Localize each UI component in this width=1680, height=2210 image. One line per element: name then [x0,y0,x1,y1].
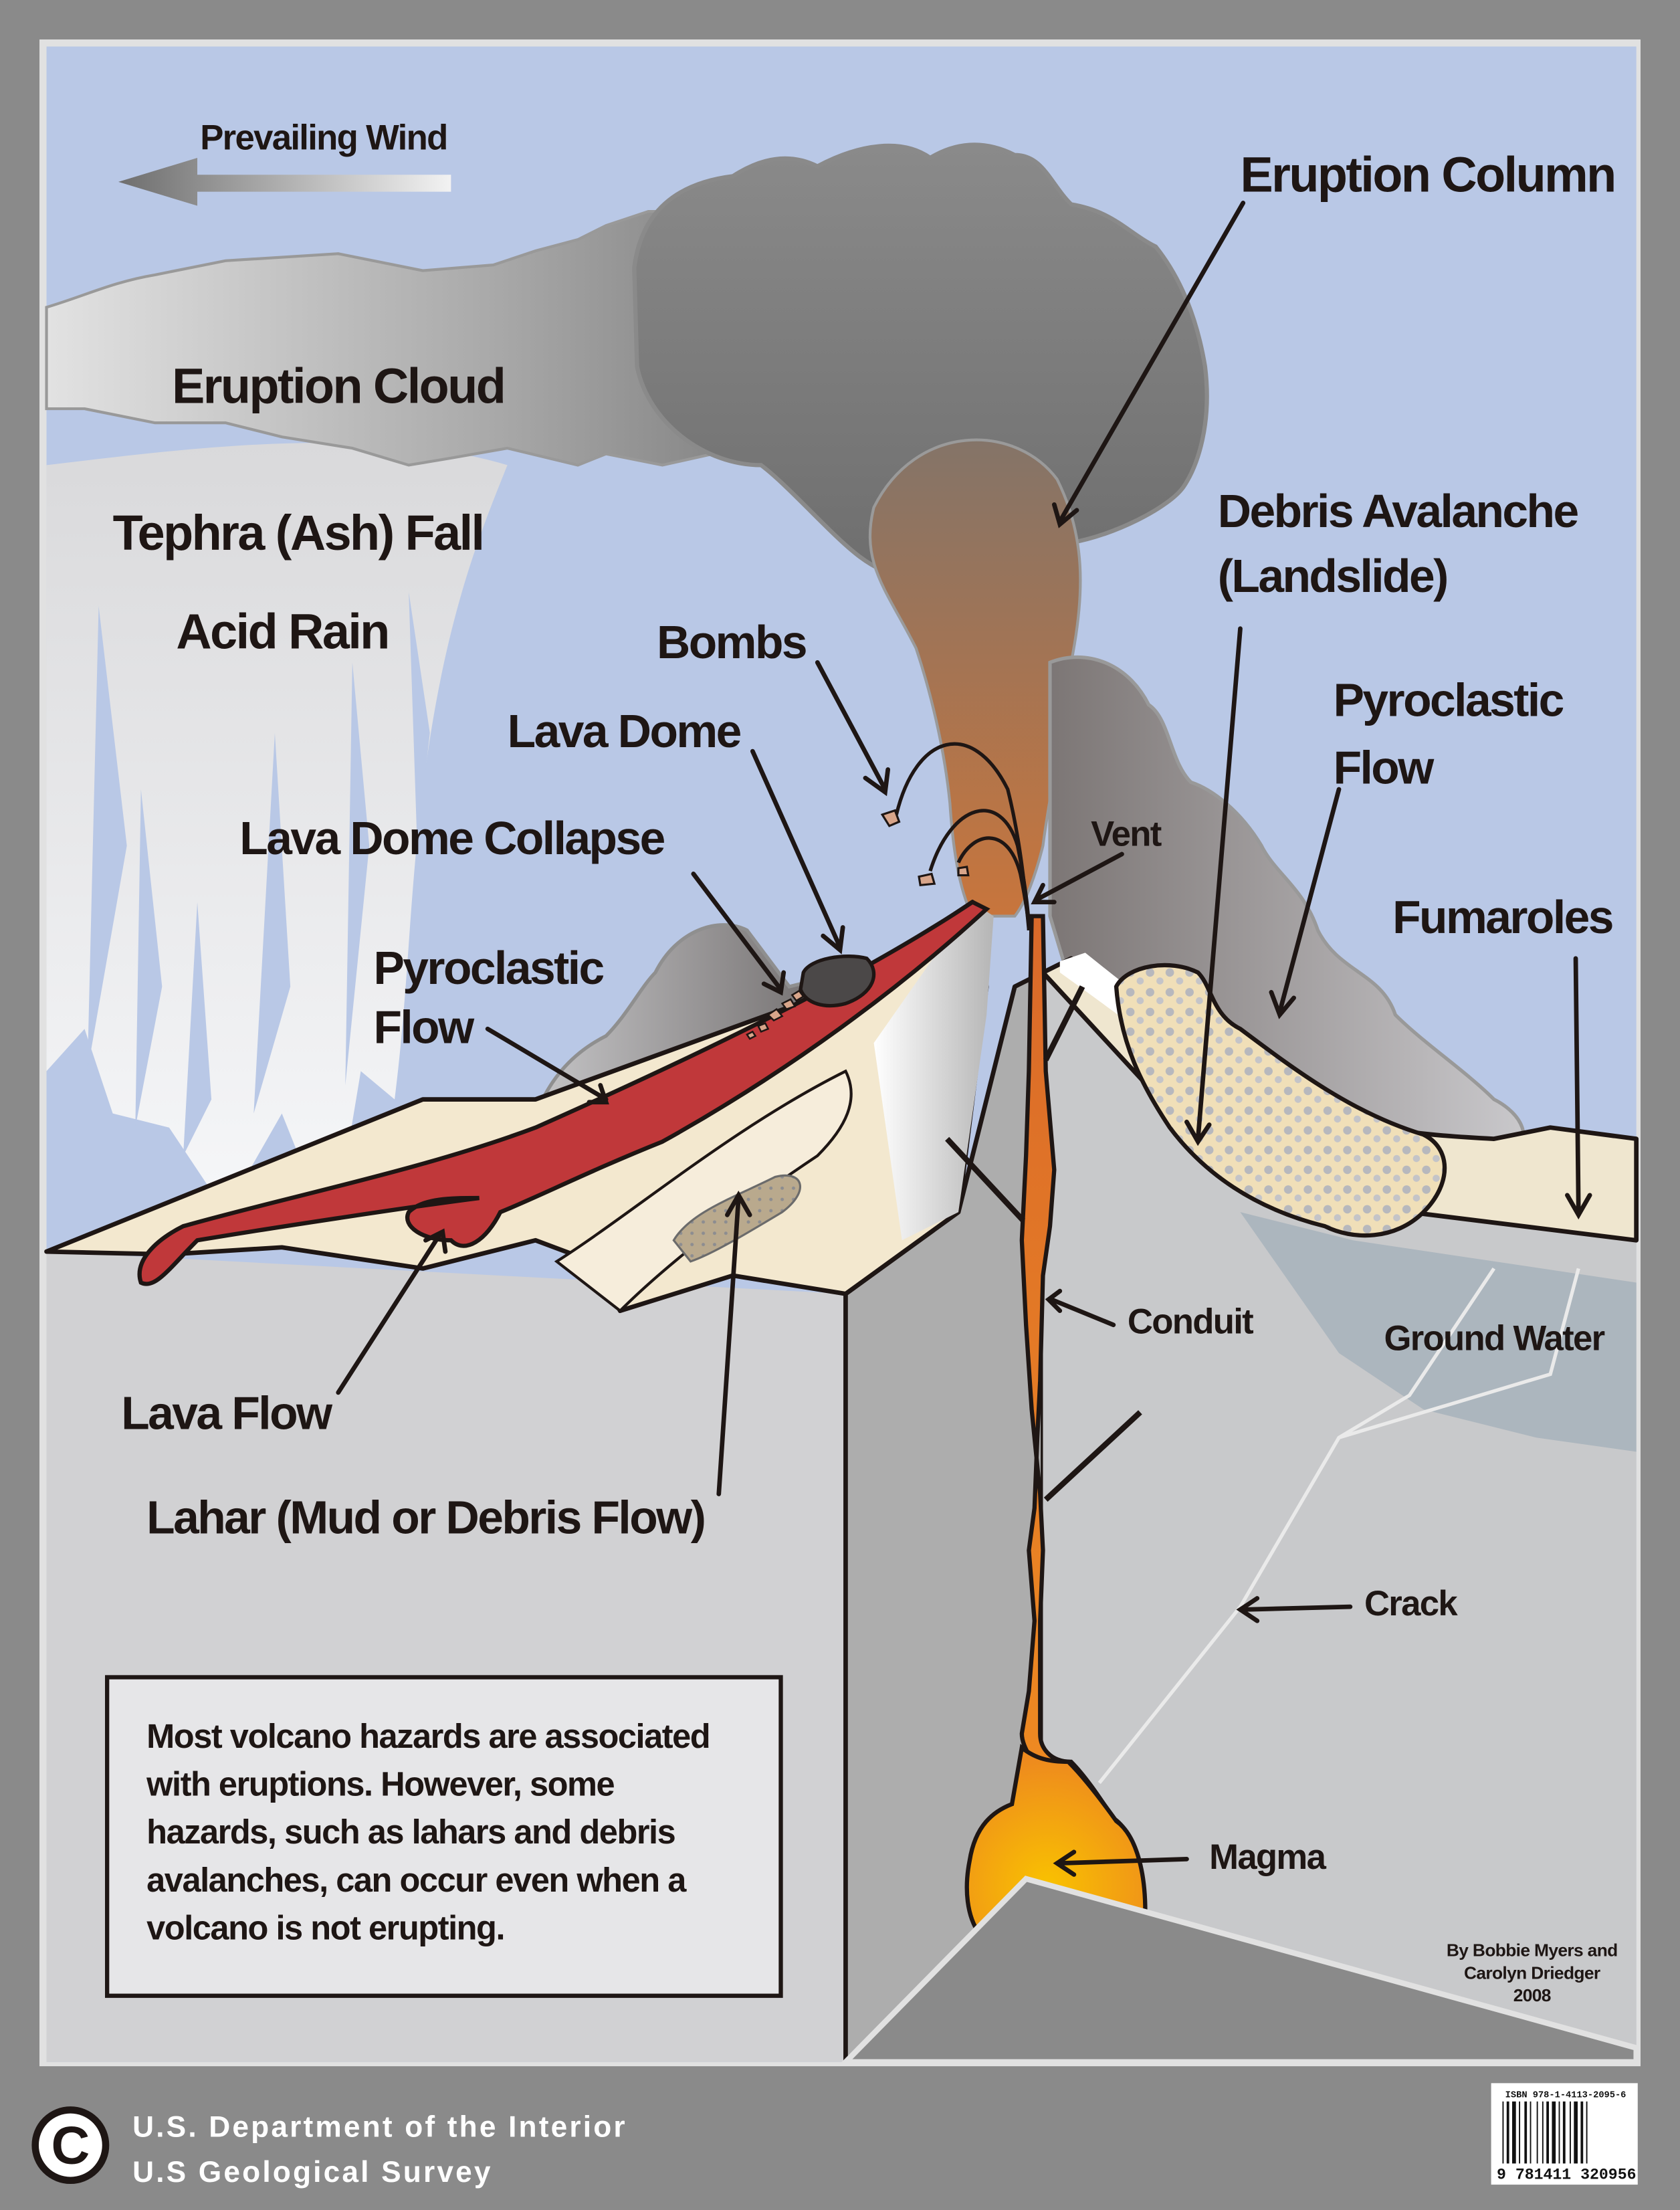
agency-line2: U.S Geological Survey [132,2156,493,2189]
barcode-bar [1536,2101,1538,2164]
dike-upper-left [945,1136,1026,1223]
credits-year: 2008 [1513,1985,1551,2005]
note-box: Most volcano hazards are associated with… [105,1675,783,1998]
magma-chamber [964,1744,1148,1937]
svg-text:9 781411 320956: 9 781411 320956 [1497,2167,1636,2184]
crack [1097,1267,1580,1785]
acid-rain-streaks [87,592,430,1156]
copyright-icon: C [31,2106,110,2185]
bombs-label: Bombs [657,616,806,668]
note-line: avalanches, can occur even when a [146,1861,687,1899]
note-line: Most volcano hazards are associated [146,1717,710,1755]
lava-dome [799,955,876,1008]
barcode-bar [1562,2101,1566,2164]
bottom-cutaway [839,1876,1639,2065]
eruption-cloud [45,209,791,467]
lava-dome-collapse-rubble [746,989,805,1040]
bomb-trajectories [894,742,1031,930]
isbn-barcode: ISBN 978-1-4113-2095-6 9 781411 320956 [1491,2083,1638,2185]
label-arrows [336,201,1592,1877]
eruption-column-label: Eruption Column [1240,147,1614,203]
pyroclastic-flow-left-label-line1: Pyroclastic [373,942,603,994]
barcode-bar [1552,2101,1556,2164]
note-line: with eruptions. However, some [146,1765,614,1803]
barcode-bar [1569,2101,1571,2164]
svg-text:C: C [51,2115,90,2175]
barcode-bar [1586,2101,1588,2164]
credits-line1: By Bobbie Myers and [1447,1940,1618,1961]
eruption-column-stem [868,438,1082,918]
lava-flow [137,899,990,1286]
lava-flow-label: Lava Flow [121,1387,333,1439]
note-line: hazards, such as lahars and debris [146,1813,675,1851]
barcode-bars [1502,2101,1588,2164]
agency-line1: U.S. Department of the Interior [132,2110,627,2143]
prevailing-wind-label: Prevailing Wind [200,118,447,157]
barcode-bar [1574,2101,1578,2164]
dike-lower-right [1043,1410,1142,1502]
lava-dome-collapse-label: Lava Dome Collapse [239,812,664,864]
barcode-bar [1580,2101,1584,2164]
magma-label: Magma [1209,1837,1326,1877]
lahar-label: Lahar (Mud or Debris Flow) [146,1492,704,1544]
note-line: volcano is not erupting. [146,1908,504,1946]
volcanic-bombs [880,809,970,887]
barcode-bar [1502,2101,1504,2164]
prevailing-wind-arrow [118,158,451,206]
pyroclastic-flow-right-label-line2: Flow [1334,742,1435,794]
vent-label: Vent [1091,814,1162,853]
barcode-bar [1506,2101,1509,2164]
credits-line2: Carolyn Driedger [1464,1963,1600,1983]
tephra-fall-label: Tephra (Ash) Fall [113,505,484,561]
lava-dome-label: Lava Dome [508,705,741,757]
ground-water-label: Ground Water [1384,1319,1604,1359]
ground-water [1240,1212,1637,1452]
barcode-bar [1558,2101,1560,2164]
eruption-cloud-label: Eruption Cloud [172,359,504,414]
barcode-bar [1512,2101,1516,2164]
barcode-bar [1519,2101,1521,2164]
pyroclastic-flow-right-label-line1: Pyroclastic [1334,674,1564,726]
svg-text:ISBN 978-1-4113-2095-6: ISBN 978-1-4113-2095-6 [1505,2090,1626,2100]
eruption-column-cloud [632,142,1209,582]
barcode-bar [1530,2101,1532,2164]
ground-right [1043,972,1637,2062]
barcode-bar [1546,2101,1550,2164]
acid-rain-label: Acid Rain [176,603,388,659]
barcode-bar [1524,2101,1528,2164]
dike-upper-right [1043,985,1085,1062]
conduit-label: Conduit [1128,1302,1253,1341]
barcode-bar [1542,2101,1544,2164]
crack-label: Crack [1364,1584,1458,1623]
fumaroles-label: Fumaroles [1392,891,1612,943]
debris-avalanche-label-line2: (Landslide) [1218,550,1447,602]
debris-avalanche-deposit [1114,963,1447,1238]
pyroclastic-flow-left-label-line2: Flow [373,1001,475,1053]
debris-avalanche-label-line1: Debris Avalanche [1218,485,1578,537]
